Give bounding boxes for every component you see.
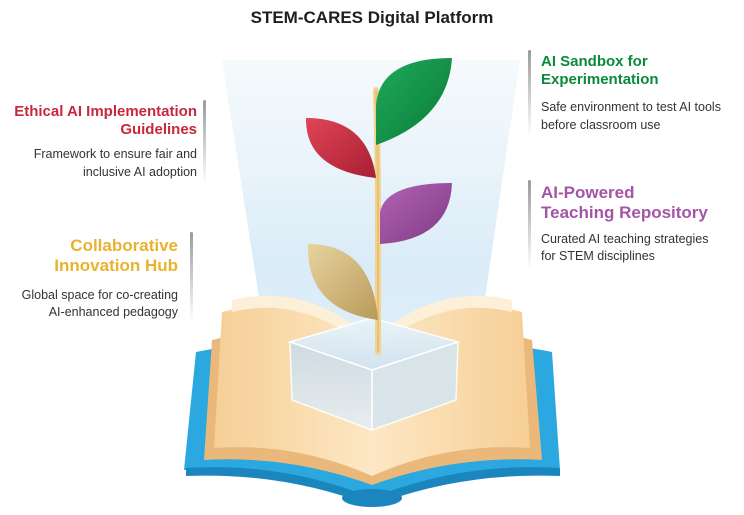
feature-heading: AI Sandbox for Experimentation xyxy=(541,53,659,88)
feature-ai-sandbox: AI Sandbox for Experimentation Safe envi… xyxy=(541,53,741,134)
feature-description: Framework to ensure fair and inclusive A… xyxy=(33,147,197,179)
feature-description: Curated AI teaching strategies for STEM … xyxy=(541,231,709,264)
feature-description: Global space for co-creating AI-enhanced… xyxy=(21,287,178,320)
leaf-gold xyxy=(307,244,378,320)
glass-cube-right xyxy=(371,340,459,432)
divider-repository xyxy=(528,180,531,270)
feature-ethical-ai: Ethical AI Implementation Guidelines Fra… xyxy=(8,103,197,181)
feature-heading: Collaborative Innovation Hub xyxy=(54,236,178,276)
feature-collaborative-hub: Collaborative Innovation Hub Global spac… xyxy=(8,236,178,322)
feature-teaching-repository: AI-Powered Teaching Repository Curated A… xyxy=(541,183,744,266)
divider-ethical xyxy=(203,100,206,184)
page-title: STEM-CARES Digital Platform xyxy=(250,8,494,27)
leaf-red xyxy=(305,118,376,178)
feature-heading: AI-Powered Teaching Repository xyxy=(541,183,708,223)
feature-heading: Ethical AI Implementation Guidelines xyxy=(14,103,197,138)
leaf-purple xyxy=(380,183,452,244)
divider-sandbox xyxy=(528,50,531,136)
feature-description: Safe environment to test AI tools before… xyxy=(541,100,721,132)
leaf-green xyxy=(376,58,452,145)
divider-collaborative xyxy=(190,232,193,322)
